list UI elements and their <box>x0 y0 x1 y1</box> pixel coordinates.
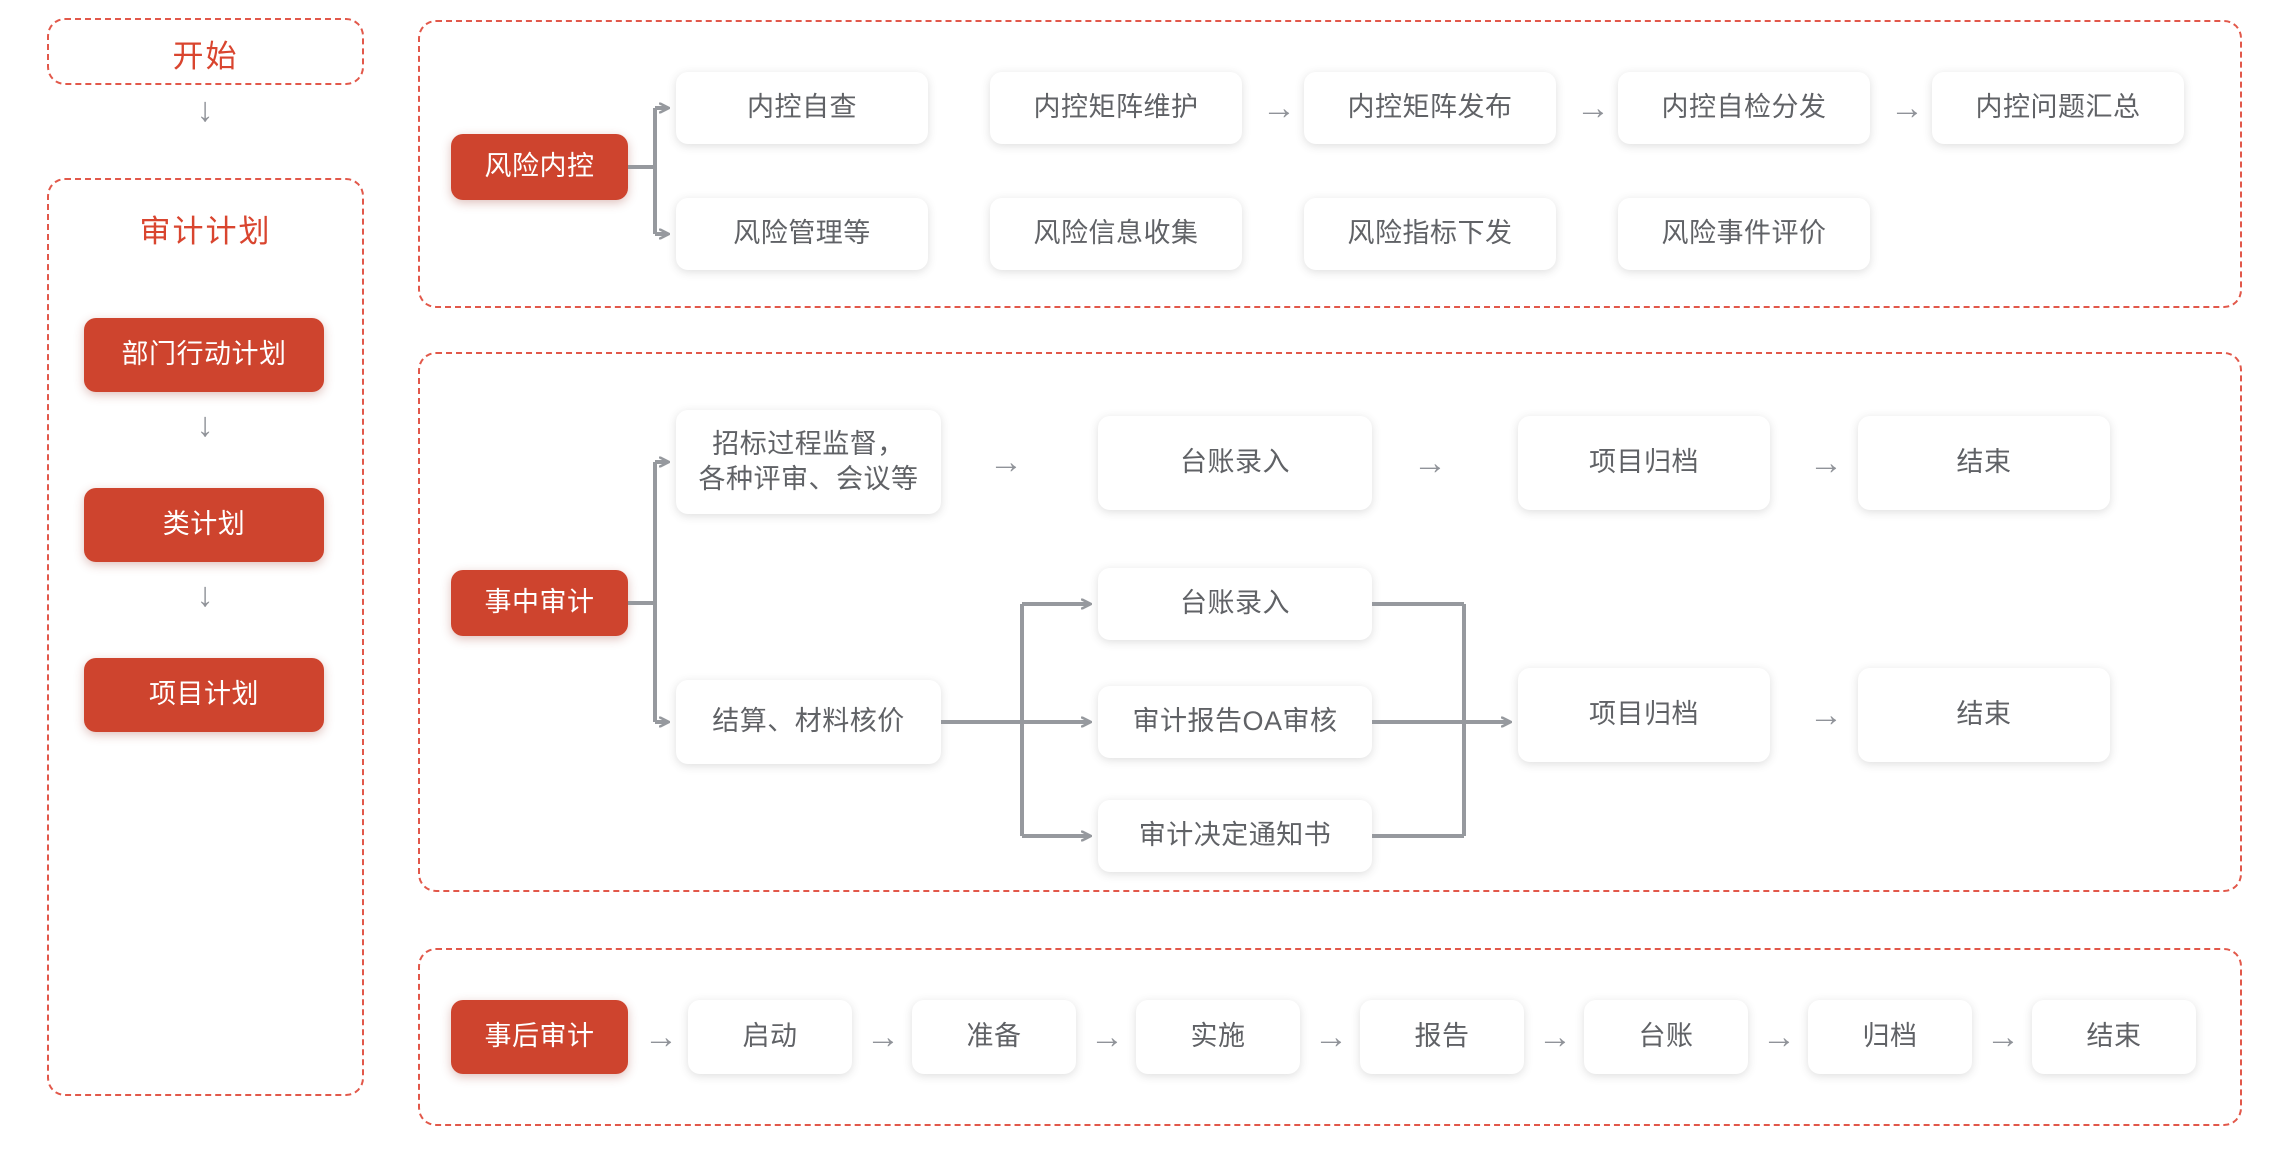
arrow-project-archive-to-end-top: → <box>1809 443 1843 482</box>
arrow-project-archive-to-end-bottom: → <box>1809 695 1843 734</box>
node-department-action-plan[interactable]: 部门行动计划 <box>84 318 324 392</box>
node-audit-report-oa-review[interactable]: 审计报告OA审核 <box>1098 686 1372 758</box>
node-post-archive[interactable]: 归档 <box>1808 1000 1972 1074</box>
node-class-plan[interactable]: 类计划 <box>84 488 324 562</box>
node-internal-control-matrix-maintenance[interactable]: 内控矩阵维护 <box>990 72 1242 144</box>
node-risk-management-etc[interactable]: 风险管理等 <box>676 198 928 270</box>
arrow-implement-to-report: → <box>1314 1017 1348 1056</box>
node-settlement-material-pricing[interactable]: 结算、材料核价 <box>676 680 941 764</box>
node-post-start[interactable]: 启动 <box>688 1000 852 1074</box>
arrow-matrix-maintenance-to-publish: → <box>1262 88 1296 127</box>
node-post-report[interactable]: 报告 <box>1360 1000 1524 1074</box>
arrow-prepare-to-implement: → <box>1090 1017 1124 1056</box>
left-arrow-start-to-plan: ↓ <box>196 90 214 129</box>
node-internal-control-self-check[interactable]: 内控自查 <box>676 72 928 144</box>
node-post-prepare[interactable]: 准备 <box>912 1000 1076 1074</box>
arrow-start-to-prepare: → <box>866 1017 900 1056</box>
node-post-implement[interactable]: 实施 <box>1136 1000 1300 1074</box>
audit-plan-title: 审计计划 <box>139 213 272 249</box>
node-internal-control-issue-summary[interactable]: 内控问题汇总 <box>1932 72 2184 144</box>
arrow-selfcheck-dispatch-to-issue-summary: → <box>1890 88 1924 127</box>
arrow-ledger-entry-to-project-archive-top: → <box>1413 443 1447 482</box>
node-ledger-entry-top[interactable]: 台账录入 <box>1098 416 1372 510</box>
arrow-bidding-to-ledger-entry: → <box>989 442 1023 481</box>
node-project-archive-top[interactable]: 项目归档 <box>1518 416 1770 510</box>
node-project-plan[interactable]: 项目计划 <box>84 658 324 732</box>
audit-plan-panel: 审计计划 <box>47 178 364 1096</box>
node-post-end[interactable]: 结束 <box>2032 1000 2196 1074</box>
arrow-archive-to-end: → <box>1986 1017 2020 1056</box>
node-internal-control-matrix-publish[interactable]: 内控矩阵发布 <box>1304 72 1556 144</box>
panel-label-post-audit[interactable]: 事后审计 <box>451 1000 628 1074</box>
left-arrow-class-to-project: ↓ <box>196 575 214 614</box>
node-end-top[interactable]: 结束 <box>1858 416 2110 510</box>
start-panel: 开始 <box>47 18 364 85</box>
arrow-report-to-ledger: → <box>1538 1017 1572 1056</box>
node-post-ledger[interactable]: 台账 <box>1584 1000 1748 1074</box>
node-risk-indicator-issue[interactable]: 风险指标下发 <box>1304 198 1556 270</box>
left-arrow-dept-to-class: ↓ <box>196 405 214 444</box>
node-project-archive-bottom[interactable]: 项目归档 <box>1518 668 1770 762</box>
node-audit-decision-notice[interactable]: 审计决定通知书 <box>1098 800 1372 872</box>
node-end-bottom[interactable]: 结束 <box>1858 668 2110 762</box>
arrow-ledger-to-archive: → <box>1762 1017 1796 1056</box>
panel-label-risk-internal-control[interactable]: 风险内控 <box>451 134 628 200</box>
node-risk-information-collection[interactable]: 风险信息收集 <box>990 198 1242 270</box>
panel-label-in-process-audit[interactable]: 事中审计 <box>451 570 628 636</box>
node-risk-event-evaluation[interactable]: 风险事件评价 <box>1618 198 1870 270</box>
arrow-matrix-publish-to-selfcheck-dispatch: → <box>1576 88 1610 127</box>
arrow-postaudit-to-start: → <box>644 1017 678 1056</box>
node-internal-control-selfcheck-dispatch[interactable]: 内控自检分发 <box>1618 72 1870 144</box>
start-label: 开始 <box>172 39 239 74</box>
node-bidding-supervision[interactable]: 招标过程监督， 各种评审、会议等 <box>676 410 941 514</box>
node-ledger-entry-split[interactable]: 台账录入 <box>1098 568 1372 640</box>
